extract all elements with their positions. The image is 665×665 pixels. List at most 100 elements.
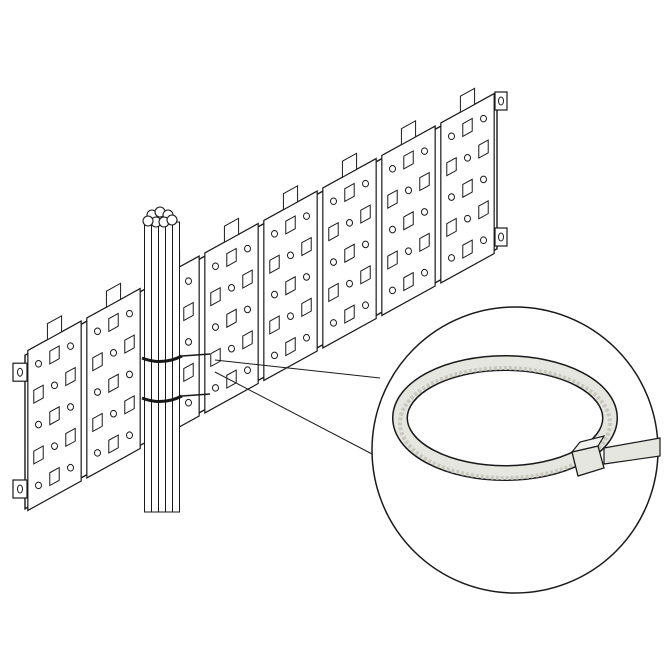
round-hole xyxy=(51,442,58,450)
square-hole xyxy=(210,347,221,368)
leader-line xyxy=(214,371,375,456)
square-hole xyxy=(33,384,44,405)
cable-tie-head-top xyxy=(570,435,606,453)
round-hole xyxy=(287,312,294,320)
cable-tie-detail-callout xyxy=(371,306,661,594)
cable-tie-tail xyxy=(181,393,211,397)
round-hole xyxy=(93,449,101,457)
round-hole xyxy=(67,403,75,411)
panel-tab xyxy=(46,315,63,341)
square-hole xyxy=(360,264,371,285)
round-hole xyxy=(464,154,471,162)
round-hole xyxy=(228,284,235,292)
round-hole xyxy=(270,351,278,360)
round-hole xyxy=(211,262,219,271)
square-hole xyxy=(328,282,339,303)
round-hole xyxy=(270,290,278,299)
square-hole xyxy=(419,232,430,253)
square-hole xyxy=(344,182,355,203)
round-hole xyxy=(211,384,219,392)
round-hole xyxy=(287,251,294,260)
round-hole xyxy=(93,388,101,396)
round-hole xyxy=(329,319,337,327)
round-hole xyxy=(388,225,396,234)
round-hole xyxy=(185,398,193,407)
round-hole xyxy=(93,327,101,336)
cable-end xyxy=(166,214,178,226)
panel-tab xyxy=(282,185,299,211)
round-hole xyxy=(480,175,488,184)
round-hole xyxy=(405,186,412,195)
round-hole xyxy=(362,179,370,188)
round-hole xyxy=(270,229,278,238)
leader-line xyxy=(214,359,381,379)
square-hole xyxy=(403,271,414,292)
cable-ties-on-bundle xyxy=(141,353,211,403)
round-hole xyxy=(447,132,455,141)
square-hole xyxy=(226,247,237,268)
square-hole xyxy=(108,373,119,394)
square-hole xyxy=(210,286,221,307)
square-hole xyxy=(387,250,398,270)
round-hole xyxy=(388,164,396,173)
square-hole xyxy=(269,254,280,275)
square-hole xyxy=(92,412,103,433)
round-hole xyxy=(447,254,455,262)
square-hole xyxy=(242,269,253,289)
panel-tab xyxy=(105,282,122,308)
round-hole xyxy=(421,208,429,216)
square-hole xyxy=(65,366,76,387)
round-hole xyxy=(303,273,311,281)
round-hole xyxy=(228,344,235,353)
panel-tab xyxy=(400,120,417,146)
square-hole xyxy=(285,215,296,235)
round-hole xyxy=(110,409,117,418)
round-hole xyxy=(126,431,134,440)
square-hole xyxy=(49,405,60,426)
ear-slot xyxy=(17,367,23,377)
square-hole xyxy=(65,427,76,448)
cable xyxy=(144,221,152,513)
round-hole xyxy=(346,219,353,227)
round-hole xyxy=(362,240,370,249)
round-hole xyxy=(110,349,117,357)
round-hole xyxy=(303,212,311,220)
square-hole xyxy=(301,236,312,257)
round-hole xyxy=(185,338,193,346)
round-hole xyxy=(362,301,370,310)
square-hole xyxy=(462,239,473,259)
square-hole xyxy=(33,445,44,465)
round-hole xyxy=(51,381,58,390)
round-hole xyxy=(329,258,337,266)
square-hole xyxy=(242,329,253,350)
cable-tie-tail xyxy=(181,353,211,357)
square-hole xyxy=(403,150,414,170)
round-hole xyxy=(34,420,42,429)
square-hole xyxy=(285,336,296,357)
round-hole xyxy=(421,268,429,277)
square-hole xyxy=(462,178,473,199)
square-hole xyxy=(124,334,135,354)
round-hole xyxy=(67,463,75,472)
square-hole xyxy=(446,156,457,177)
square-hole xyxy=(49,466,60,487)
panel-tab xyxy=(459,87,476,113)
round-hole xyxy=(388,286,396,295)
round-hole xyxy=(303,333,311,342)
panel-tab xyxy=(341,152,358,178)
panel-tab xyxy=(223,217,240,243)
cable-tie xyxy=(141,394,183,403)
cable-tie-teeth xyxy=(398,366,612,480)
round-hole xyxy=(34,359,42,368)
round-hole xyxy=(126,370,134,379)
round-hole xyxy=(211,323,219,331)
square-hole xyxy=(419,171,430,192)
square-hole xyxy=(49,345,60,365)
round-hole xyxy=(447,193,455,201)
cable xyxy=(172,221,180,513)
round-hole xyxy=(126,309,134,318)
square-hole xyxy=(328,221,339,242)
square-hole xyxy=(301,297,312,318)
round-hole xyxy=(405,247,412,255)
